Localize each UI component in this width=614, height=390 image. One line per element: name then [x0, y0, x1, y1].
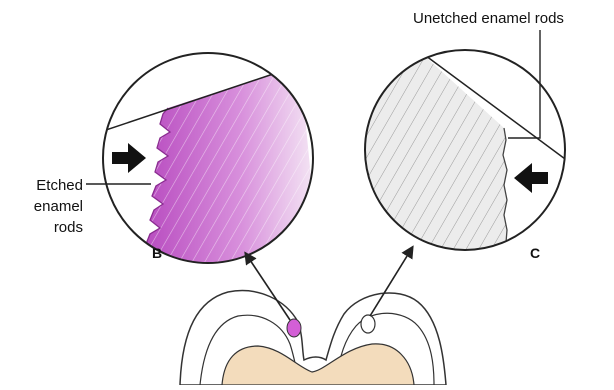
etched-spot — [287, 319, 301, 337]
unetched-spot — [361, 315, 375, 333]
label-etched-line3: rods — [54, 219, 83, 236]
panel-letter-c: C — [530, 245, 540, 261]
tooth-illustration — [180, 248, 446, 385]
panel-letter-b: B — [152, 245, 162, 261]
label-etched-line2: enamel — [34, 198, 83, 215]
magnified-view-unetched — [360, 30, 580, 255]
label-unetched-enamel-rods: Unetched enamel rods — [413, 10, 564, 27]
label-etched-line1: Etched — [36, 177, 83, 194]
magnified-view-etched — [86, 50, 320, 270]
